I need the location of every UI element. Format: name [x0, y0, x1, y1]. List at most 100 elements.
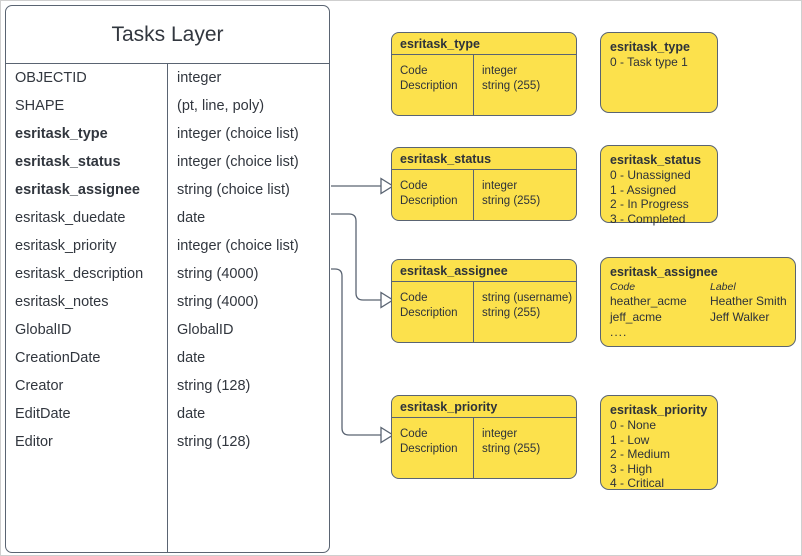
domain-field-type: string (255) [482, 442, 541, 455]
domain-table-body: Code Description string (username) strin… [392, 282, 576, 342]
field-type: string (128) [177, 378, 251, 394]
domain-field-type: integer [482, 65, 518, 77]
domain-value-item: 0 - Task type 1 [610, 55, 688, 69]
field-type: string (choice list) [177, 182, 290, 198]
value-label: Jeff Walker [710, 309, 770, 324]
domain-values-title: esritask_type [610, 40, 690, 54]
domain-value-item: 1 - Assigned [610, 182, 677, 197]
table-row: esritask_assignee string (choice list) [6, 176, 329, 204]
field-type: integer (choice list) [177, 238, 299, 254]
domain-table-esritask-assignee[interactable]: esritask_assignee Code Description strin… [391, 259, 577, 343]
domain-field-type: string (username) [482, 292, 573, 304]
field-type: integer (choice list) [177, 126, 299, 142]
field-name: Creator [15, 378, 64, 394]
field-name: esritask_type [15, 126, 108, 142]
domain-field-name: Description [400, 442, 458, 455]
field-name: CreationDate [15, 350, 101, 366]
domain-value-item: 3 - Completed [610, 211, 686, 226]
domain-field-types: integer string (255) [474, 418, 576, 478]
domain-field-names: Code Description [392, 418, 474, 478]
domain-values-title: esritask_assignee [610, 265, 718, 279]
domain-table-title: esritask_type [392, 33, 576, 55]
domain-field-type: integer [482, 428, 518, 440]
value-code: jeff_acme [610, 309, 662, 324]
field-name: esritask_priority [15, 238, 117, 254]
field-name: SHAPE [15, 98, 65, 114]
domain-value-item: 1 - Low [610, 432, 650, 447]
table-row: esritask_type integer (choice list) [6, 120, 329, 148]
connector-assignee [331, 213, 381, 301]
domain-field-name: Code [400, 65, 428, 77]
field-type: date [177, 350, 206, 366]
field-type: GlobalID [177, 322, 234, 338]
domain-value-item: 2 - Medium [610, 447, 671, 461]
table-row: EditDate date [6, 400, 329, 428]
field-type: date [177, 210, 206, 226]
domain-table-title: esritask_status [392, 148, 576, 170]
domain-field-name: Description [400, 194, 458, 207]
domain-values-esritask-priority[interactable]: esritask_priority 0 - None 1 - Low 2 - M… [600, 395, 718, 490]
domain-value-item: 0 - Unassigned [610, 168, 691, 182]
field-type: (pt, line, poly) [177, 98, 265, 114]
domain-field-name: Code [400, 180, 428, 192]
domain-table-esritask-priority[interactable]: esritask_priority Code Description integ… [391, 395, 577, 479]
value-ellipsis: .... [610, 325, 628, 339]
domain-field-type: string (255) [482, 194, 541, 207]
domain-table-title: esritask_assignee [392, 260, 576, 282]
table-row: GlobalID GlobalID [6, 316, 329, 344]
field-name: esritask_description [15, 266, 144, 282]
page-title: Tasks Layer [6, 6, 329, 64]
domain-values-title: esritask_status [610, 153, 702, 167]
domain-table-esritask-status[interactable]: esritask_status Code Description integer… [391, 147, 577, 221]
domain-values-grid: Code Label heather_acme Heather Smith je… [610, 280, 787, 325]
table-row: esritask_duedate date [6, 204, 329, 232]
connector-priority [331, 268, 381, 436]
table-row: OBJECTID integer [6, 64, 329, 92]
domain-field-names: Code Description [392, 170, 474, 220]
domain-values-esritask-type[interactable]: esritask_type 0 - Task type 1 [600, 32, 718, 113]
domain-field-types: integer string (255) [474, 55, 576, 115]
domain-field-types: integer string (255) [474, 170, 576, 220]
field-name: OBJECTID [15, 70, 87, 86]
field-name: esritask_notes [15, 294, 109, 310]
domain-values-esritask-assignee[interactable]: esritask_assignee Code Label heather_acm… [600, 257, 796, 347]
field-name: esritask_status [15, 154, 121, 170]
domain-table-body: Code Description integer string (255) [392, 170, 576, 220]
domain-field-name: Description [400, 79, 458, 92]
domain-table-esritask-type[interactable]: esritask_type Code Description integer s… [391, 32, 577, 116]
field-type: string (4000) [177, 294, 259, 310]
field-type: string (128) [177, 434, 251, 450]
field-name: esritask_assignee [15, 182, 140, 198]
field-name: GlobalID [15, 322, 72, 338]
column-divider [167, 64, 168, 552]
table-row: esritask_priority integer (choice list) [6, 232, 329, 260]
tasks-layer-table[interactable]: Tasks Layer OBJECTID integer SHAPE (pt, … [5, 5, 330, 553]
domain-values-esritask-status[interactable]: esritask_status 0 - Unassigned 1 - Assig… [600, 145, 718, 226]
domain-field-name: Code [400, 292, 428, 304]
domain-value-item: 3 - High [610, 461, 653, 476]
domain-field-type: integer [482, 180, 518, 192]
field-type: integer (choice list) [177, 154, 299, 170]
column-header-label: Label [710, 281, 736, 293]
field-list: OBJECTID integer SHAPE (pt, line, poly) … [6, 64, 329, 552]
domain-field-names: Code Description [392, 55, 474, 115]
table-row: esritask_status integer (choice list) [6, 148, 329, 176]
column-header-code: Code [610, 281, 636, 293]
table-row: Creator string (128) [6, 372, 329, 400]
domain-field-name: Code [400, 428, 428, 440]
domain-field-name: Description [400, 306, 458, 319]
domain-value-item: 4 - Critical [610, 476, 665, 490]
domain-field-type: string (255) [482, 306, 541, 319]
domain-field-names: Code Description [392, 282, 474, 342]
value-label: Heather Smith [710, 294, 787, 308]
table-row: esritask_notes string (4000) [6, 288, 329, 316]
table-row: esritask_description string (4000) [6, 260, 329, 288]
table-row: CreationDate date [6, 344, 329, 372]
domain-value-item: 0 - None [610, 418, 657, 432]
domain-table-body: Code Description integer string (255) [392, 55, 576, 115]
field-type: date [177, 406, 206, 422]
domain-field-types: string (username) string (255) [474, 282, 576, 342]
domain-value-item: 2 - In Progress [610, 197, 689, 211]
field-type: integer [177, 70, 222, 86]
